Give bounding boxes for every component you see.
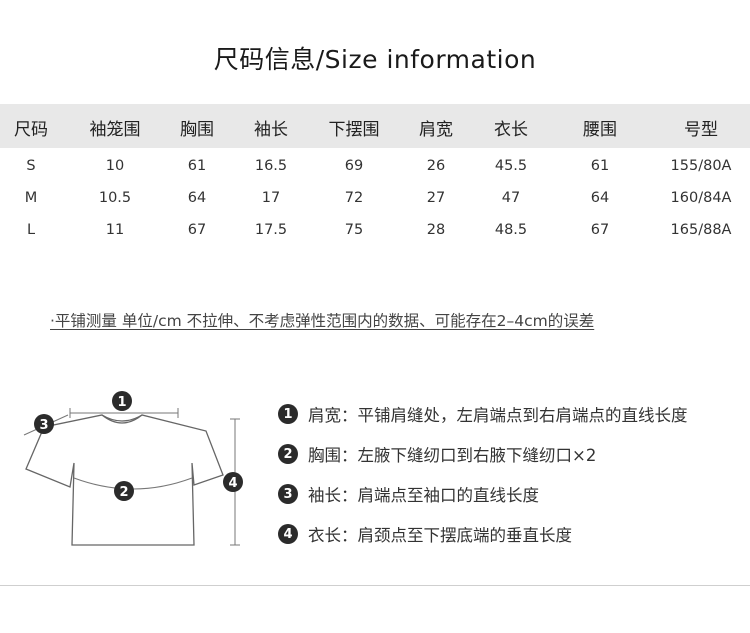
neckline — [101, 414, 143, 424]
svg-text:4: 4 — [228, 476, 237, 491]
table-cell: 47 — [501, 190, 521, 206]
legend-text: 衣长：肩颈点至下摆底端的垂直长度 — [308, 526, 572, 545]
table-row: M 10.5 64 17 72 27 47 64 160/84A — [0, 184, 750, 216]
table-cell: L — [26, 222, 36, 238]
tshirt-diagram: 1 2 3 4 — [23, 391, 243, 546]
table-cell: 64 — [590, 190, 610, 206]
bottom-divider — [0, 585, 750, 586]
table-cell: 10.5 — [98, 190, 132, 206]
header-length: 衣长 — [494, 120, 528, 140]
table-cell: 11 — [105, 222, 125, 238]
table-cell: 61 — [590, 158, 610, 174]
table-cell: 67 — [590, 222, 610, 238]
table-header-row: 尺码 袖笼围 胸围 袖长 下摆围 肩宽 衣长 腰围 号型 — [0, 104, 750, 148]
table-cell: 45.5 — [494, 158, 528, 174]
table-cell: 26 — [426, 158, 446, 174]
size-table: 尺码 袖笼围 胸围 袖长 下摆围 肩宽 衣长 腰围 号型 S 10 61 16.… — [0, 104, 750, 248]
marker-3-icon: 3 — [34, 414, 54, 434]
table-cell: 27 — [426, 190, 446, 206]
table-cell: 48.5 — [494, 222, 528, 238]
measurement-legend: 1 肩宽：平铺肩缝处，左肩端点到右肩端点的直线长度 2 胸围：左腋下缝纫口到右腋… — [278, 394, 688, 554]
table-row: S 10 61 16.5 69 26 45.5 61 155/80A — [0, 152, 750, 184]
table-cell: M — [24, 190, 38, 206]
number-1-icon: 1 — [278, 404, 298, 424]
table-cell: 17 — [261, 190, 281, 206]
legend-text: 肩宽：平铺肩缝处，左肩端点到右肩端点的直线长度 — [308, 406, 688, 425]
legend-item-chest: 2 胸围：左腋下缝纫口到右腋下缝纫口×2 — [278, 434, 688, 474]
table-cell: 17.5 — [254, 222, 288, 238]
header-size: 尺码 — [14, 120, 48, 140]
legend-text: 胸围：左腋下缝纫口到右腋下缝纫口×2 — [308, 446, 597, 465]
legend-text: 袖长：肩端点至袖口的直线长度 — [308, 486, 539, 505]
table-row: L 11 67 17.5 75 28 48.5 67 165/88A — [0, 216, 750, 248]
table-cell: 16.5 — [254, 158, 288, 174]
header-hem: 下摆围 — [328, 120, 380, 140]
tshirt-outline-icon — [25, 414, 224, 546]
svg-text:1: 1 — [117, 395, 126, 410]
table-cell: S — [26, 158, 36, 174]
table-cell: 69 — [344, 158, 364, 174]
header-shoulder: 肩宽 — [419, 120, 453, 140]
table-cell: 61 — [187, 158, 207, 174]
svg-text:2: 2 — [119, 485, 128, 500]
header-waist: 腰围 — [583, 120, 617, 140]
header-armhole: 袖笼围 — [89, 120, 141, 140]
marker-4-icon: 4 — [223, 472, 243, 492]
table-cell: 10 — [105, 158, 125, 174]
header-sleeve-length: 袖长 — [254, 120, 288, 140]
number-2-icon: 2 — [278, 444, 298, 464]
header-fit: 号型 — [684, 120, 718, 140]
marker-2-icon: 2 — [114, 481, 134, 501]
table-cell: 72 — [344, 190, 364, 206]
table-cell: 64 — [187, 190, 207, 206]
number-3-icon: 3 — [278, 484, 298, 504]
legend-item-length: 4 衣长：肩颈点至下摆底端的垂直长度 — [278, 514, 688, 554]
table-cell: 160/84A — [670, 190, 732, 206]
measurement-note: ·平铺测量 单位/cm 不拉伸、不考虑弹性范围内的数据、可能存在2–4cm的误差 — [50, 312, 595, 330]
page-title: 尺码信息/Size information — [213, 45, 537, 74]
number-4-icon: 4 — [278, 524, 298, 544]
legend-item-shoulder: 1 肩宽：平铺肩缝处，左肩端点到右肩端点的直线长度 — [278, 394, 688, 434]
legend-item-sleeve: 3 袖长：肩端点至袖口的直线长度 — [278, 474, 688, 514]
table-cell: 165/88A — [670, 222, 732, 238]
svg-text:3: 3 — [39, 418, 48, 433]
table-cell: 67 — [187, 222, 207, 238]
header-chest: 胸围 — [180, 120, 214, 140]
marker-1-icon: 1 — [112, 391, 132, 411]
table-cell: 155/80A — [670, 158, 732, 174]
table-cell: 75 — [344, 222, 364, 238]
table-cell: 28 — [426, 222, 446, 238]
